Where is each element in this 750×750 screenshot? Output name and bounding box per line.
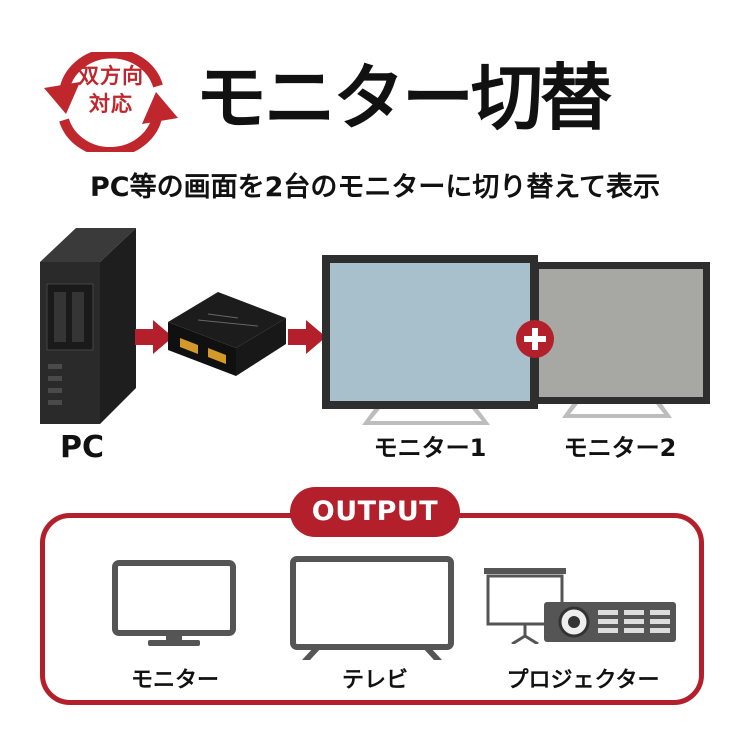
monitor-icon (112, 560, 236, 646)
pc-tower-icon (40, 228, 136, 424)
hdmi-switcher-icon (168, 292, 286, 376)
bidirectional-arrows-icon (44, 52, 178, 152)
right-arrow-icon (288, 320, 326, 354)
badge-line-1: 双方向 (78, 64, 144, 88)
monitor-2-label: モニター2 (563, 434, 677, 462)
badge-line-2: 対応 (89, 92, 133, 116)
right-arrow-icon (135, 320, 173, 354)
bidirectional-badge: 双方向 対応 (56, 62, 166, 118)
projector-icon (484, 568, 676, 644)
pc-label: PC (60, 430, 105, 465)
monitor-1-label: モニター1 (373, 434, 487, 462)
monitor-1-icon (322, 255, 538, 425)
output-item-label: テレビ (341, 668, 408, 693)
output-item-label: プロジェクター (506, 668, 660, 693)
plus-icon (516, 320, 554, 358)
page-subtitle: PC等の画面を2台のモニターに切り替えて表示 (89, 172, 661, 203)
page-title: モニター切替 (195, 56, 612, 140)
output-heading: OUTPUT (290, 487, 460, 537)
tv-icon (290, 556, 454, 660)
monitor-2-icon (532, 262, 710, 418)
output-item-label: モニター (130, 668, 219, 693)
